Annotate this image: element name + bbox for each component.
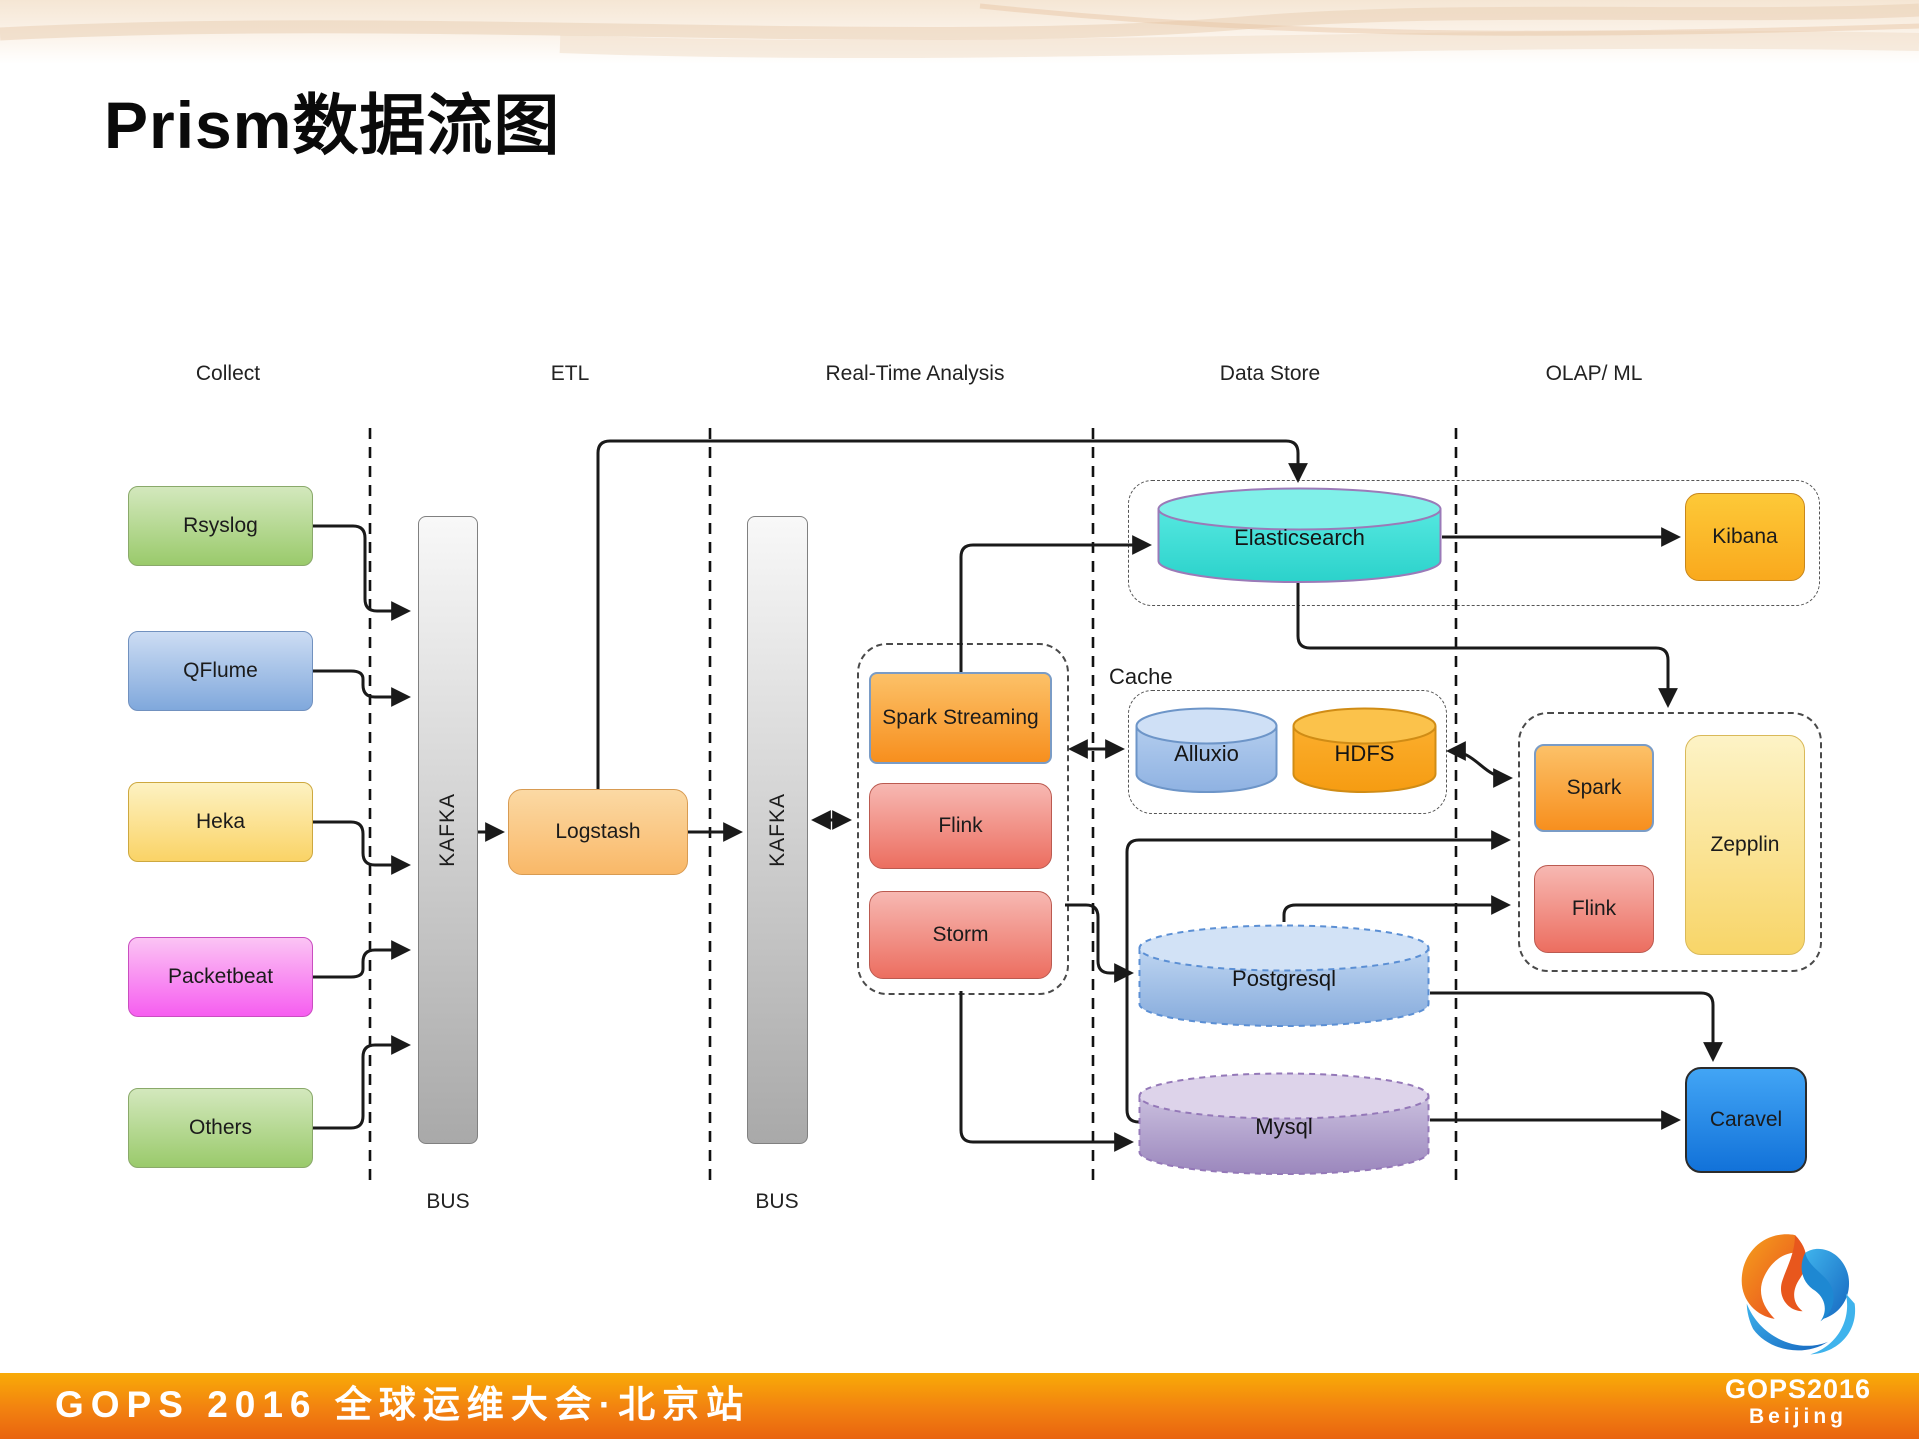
- node-mysql-label: Mysql: [1255, 1114, 1313, 1139]
- node-elasticsearch-label: Elasticsearch: [1234, 525, 1365, 550]
- page-title: Prism数据流图: [104, 88, 561, 162]
- node-zepplin-label: Zepplin: [1710, 833, 1780, 856]
- hdfs-cylinder-icon: [1292, 707, 1437, 793]
- node-others-label: Others: [188, 1116, 253, 1139]
- node-hdfs: HDFS: [1292, 707, 1437, 793]
- footer-logo-beijing: Beijing: [1748, 1405, 1847, 1428]
- node-heka-label: Heka: [195, 810, 246, 833]
- footer-logo-gops2016: GOPS2016: [1724, 1374, 1872, 1404]
- node-flink-rt-label: Flink: [938, 814, 983, 837]
- node-qflume: QFlume: [128, 631, 313, 711]
- node-others: Others: [128, 1088, 313, 1168]
- node-flink-rt: Flink: [869, 783, 1052, 869]
- node-caravel-label: Caravel: [1709, 1108, 1783, 1131]
- node-kafka-bus-2: KAFKA: [747, 516, 808, 1144]
- footer-conference-title: GOPS 2016 全球运维大会·北京站: [55, 1384, 751, 1425]
- node-spark-streaming: Spark Streaming: [869, 672, 1052, 764]
- mysql-cylinder-icon: [1138, 1072, 1430, 1175]
- alluxio-cylinder-icon: [1135, 707, 1278, 793]
- olap-group-box: [1518, 712, 1822, 972]
- node-spark-olap-label: Spark: [1566, 776, 1622, 799]
- node-hdfs-label: HDFS: [1334, 741, 1395, 766]
- node-logstash-label: Logstash: [555, 820, 641, 843]
- elasticsearch-cylinder-icon: [1157, 487, 1442, 583]
- postgresql-cylinder-icon: [1138, 924, 1430, 1027]
- footer-bar: GOPS 2016 全球运维大会·北京站: [0, 1373, 1919, 1439]
- cache-group-label: Cache: [1106, 664, 1176, 690]
- node-flink-olap: Flink: [1534, 865, 1654, 953]
- node-zepplin: Zepplin: [1685, 735, 1805, 955]
- node-mysql: Mysql: [1138, 1072, 1430, 1176]
- node-elasticsearch: Elasticsearch: [1157, 487, 1442, 583]
- realtime-group-box: [857, 643, 1069, 995]
- node-postgresql: Postgresql: [1138, 924, 1430, 1028]
- node-spark-streaming-label: Spark Streaming: [882, 706, 1039, 729]
- footer-logo-caption: GOPS2016 Beijing: [1718, 1374, 1878, 1429]
- gops-logo-icon: [1741, 1234, 1856, 1355]
- node-storm-label: Storm: [932, 923, 989, 946]
- column-header-olap: OLAP/ ML: [1545, 362, 1643, 385]
- column-header-etl: ETL: [550, 362, 590, 385]
- node-kafka2-label: KAFKA: [765, 793, 789, 867]
- node-kafka1-label: KAFKA: [436, 793, 459, 867]
- column-header-realtime: Real-Time Analysis: [825, 362, 1005, 385]
- node-spark-olap: Spark: [1534, 744, 1654, 832]
- bus-label-2: BUS: [755, 1190, 799, 1213]
- node-kafka-bus-1: KAFKA: [418, 516, 478, 1144]
- elasticsearch-kibana-group-box: [1128, 480, 1820, 606]
- node-alluxio-label: Alluxio: [1174, 741, 1239, 766]
- node-qflume-label: QFlume: [183, 659, 258, 682]
- swoosh-curves-icon: [0, 3, 1919, 59]
- column-header-datastore: Data Store: [1219, 362, 1321, 385]
- node-rsyslog-label: Rsyslog: [183, 514, 258, 537]
- node-packetbeat: Packetbeat: [128, 937, 313, 1017]
- node-kibana-label: Kibana: [1712, 525, 1778, 548]
- node-alluxio: Alluxio: [1135, 707, 1278, 793]
- node-postgresql-label: Postgresql: [1232, 966, 1336, 991]
- node-caravel: Caravel: [1685, 1067, 1807, 1173]
- column-separator-dashed-lines: [368, 428, 1458, 1185]
- node-flink-olap-label: Flink: [1571, 897, 1617, 920]
- node-heka: Heka: [128, 782, 313, 862]
- column-header-collect: Collect: [195, 362, 261, 385]
- node-logstash: Logstash: [508, 789, 688, 875]
- node-rsyslog: Rsyslog: [128, 486, 313, 566]
- node-storm: Storm: [869, 891, 1052, 979]
- node-kibana: Kibana: [1685, 493, 1805, 581]
- top-swoosh-decoration: [0, 0, 1919, 64]
- bus-label-1: BUS: [426, 1190, 470, 1213]
- node-packetbeat-label: Packetbeat: [167, 965, 274, 988]
